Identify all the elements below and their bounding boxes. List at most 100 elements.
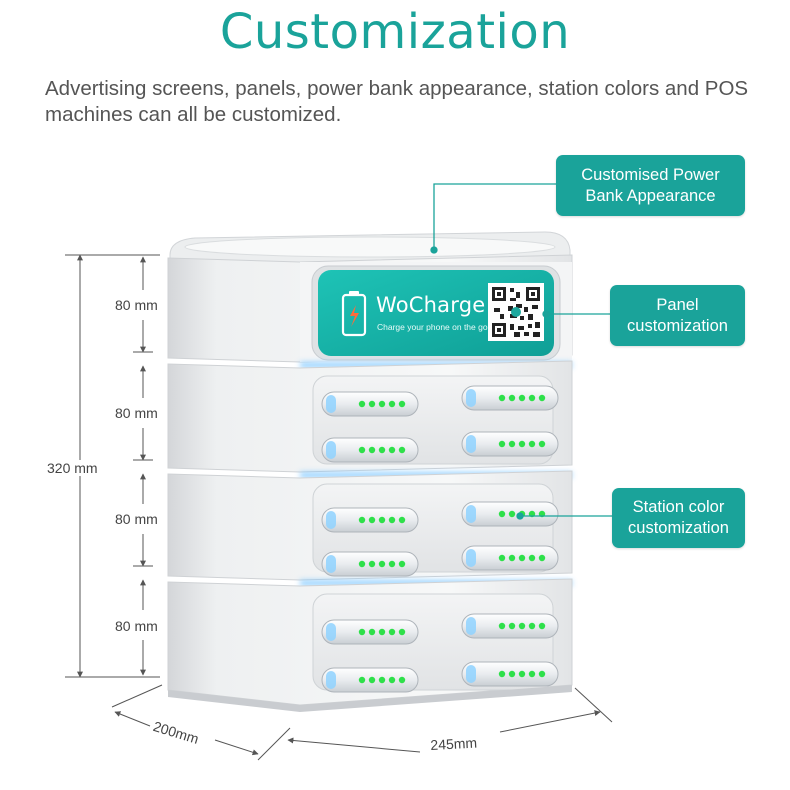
dimension-width: 245mm <box>430 734 478 753</box>
dimension-total-height: 320 mm <box>45 460 100 476</box>
station-module-screen <box>167 254 573 363</box>
power-bank <box>321 507 419 533</box>
battery-level-led <box>538 440 546 448</box>
battery-level-led <box>528 622 536 630</box>
battery-level-led <box>508 440 516 448</box>
battery-level-led <box>498 394 506 402</box>
battery-level-led <box>498 554 506 562</box>
battery-level-led <box>358 516 366 524</box>
page-title: Customization <box>219 4 571 60</box>
battery-level-led <box>388 560 396 568</box>
screen-brand-name: WoCharge <box>376 293 486 317</box>
battery-level-led <box>528 670 536 678</box>
battery-level-led <box>508 554 516 562</box>
power-bank <box>321 619 419 645</box>
battery-level-led <box>398 676 406 684</box>
power-bank-end-glow <box>466 665 476 683</box>
battery-level-led <box>508 510 516 518</box>
battery-level-led <box>508 670 516 678</box>
power-bank <box>461 385 559 411</box>
callout-leaders <box>430 183 612 520</box>
power-bank <box>321 437 419 463</box>
battery-level-led <box>358 560 366 568</box>
battery-level-led <box>388 628 396 636</box>
dimension-module-2-height: 80 mm <box>115 405 158 421</box>
battery-level-led <box>498 670 506 678</box>
power-bank-end-glow <box>326 623 336 641</box>
callout-power-bank-appearance: Customised Power Bank Appearance <box>556 155 745 216</box>
power-bank-end-glow <box>466 505 476 523</box>
battery-level-led <box>508 622 516 630</box>
power-bank <box>461 545 559 571</box>
battery-level-led <box>498 440 506 448</box>
power-bank-end-glow <box>326 511 336 529</box>
battery-level-led <box>378 560 386 568</box>
battery-level-led <box>398 516 406 524</box>
power-bank <box>321 551 419 577</box>
battery-level-led <box>388 676 396 684</box>
battery-level-led <box>518 440 526 448</box>
battery-level-led <box>538 394 546 402</box>
callout-panel-customization: Panel customization <box>610 285 745 346</box>
power-bank-slots <box>321 385 559 693</box>
screen-tagline: Charge your phone on the go <box>377 322 488 332</box>
battery-level-led <box>388 446 396 454</box>
battery-icon <box>341 291 367 337</box>
battery-level-led <box>398 446 406 454</box>
power-bank-end-glow <box>466 617 476 635</box>
power-bank <box>321 667 419 693</box>
battery-level-led <box>398 560 406 568</box>
battery-level-led <box>378 400 386 408</box>
battery-level-led <box>518 394 526 402</box>
battery-level-led <box>498 510 506 518</box>
battery-level-led <box>368 560 376 568</box>
power-bank <box>461 431 559 457</box>
power-bank <box>461 501 559 527</box>
power-bank-end-glow <box>326 441 336 459</box>
page-subtitle: Advertising screens, panels, power bank … <box>45 77 749 126</box>
battery-level-led <box>368 400 376 408</box>
battery-level-led <box>368 516 376 524</box>
power-bank <box>321 391 419 417</box>
power-bank <box>461 661 559 687</box>
battery-level-led <box>368 676 376 684</box>
battery-level-led <box>358 676 366 684</box>
battery-level-led <box>538 622 546 630</box>
battery-level-led <box>378 446 386 454</box>
callout-station-color-customization: Station color customization <box>612 488 745 548</box>
battery-level-led <box>518 622 526 630</box>
battery-level-led <box>508 394 516 402</box>
power-bank <box>461 613 559 639</box>
battery-level-led <box>538 554 546 562</box>
battery-level-led <box>398 400 406 408</box>
battery-level-led <box>518 554 526 562</box>
qr-code-icon <box>488 283 544 341</box>
battery-level-led <box>528 440 536 448</box>
power-bank-end-glow <box>326 555 336 573</box>
battery-level-led <box>378 516 386 524</box>
dimension-module-4-height: 80 mm <box>115 618 158 634</box>
battery-level-led <box>358 400 366 408</box>
battery-level-led <box>358 446 366 454</box>
power-bank-end-glow <box>326 395 336 413</box>
battery-level-led <box>378 676 386 684</box>
dimension-module-1-height: 80 mm <box>115 297 158 313</box>
battery-level-led <box>398 628 406 636</box>
battery-level-led <box>378 628 386 636</box>
dimension-module-3-height: 80 mm <box>115 511 158 527</box>
battery-level-led <box>368 628 376 636</box>
power-bank-end-glow <box>326 671 336 689</box>
battery-level-led <box>498 622 506 630</box>
battery-level-led <box>538 670 546 678</box>
battery-level-led <box>388 400 396 408</box>
power-bank-end-glow <box>466 389 476 407</box>
battery-level-led <box>388 516 396 524</box>
battery-level-led <box>518 670 526 678</box>
battery-level-led <box>528 554 536 562</box>
battery-level-led <box>368 446 376 454</box>
power-bank-end-glow <box>466 549 476 567</box>
power-bank-end-glow <box>466 435 476 453</box>
battery-level-led <box>528 394 536 402</box>
battery-level-led <box>358 628 366 636</box>
